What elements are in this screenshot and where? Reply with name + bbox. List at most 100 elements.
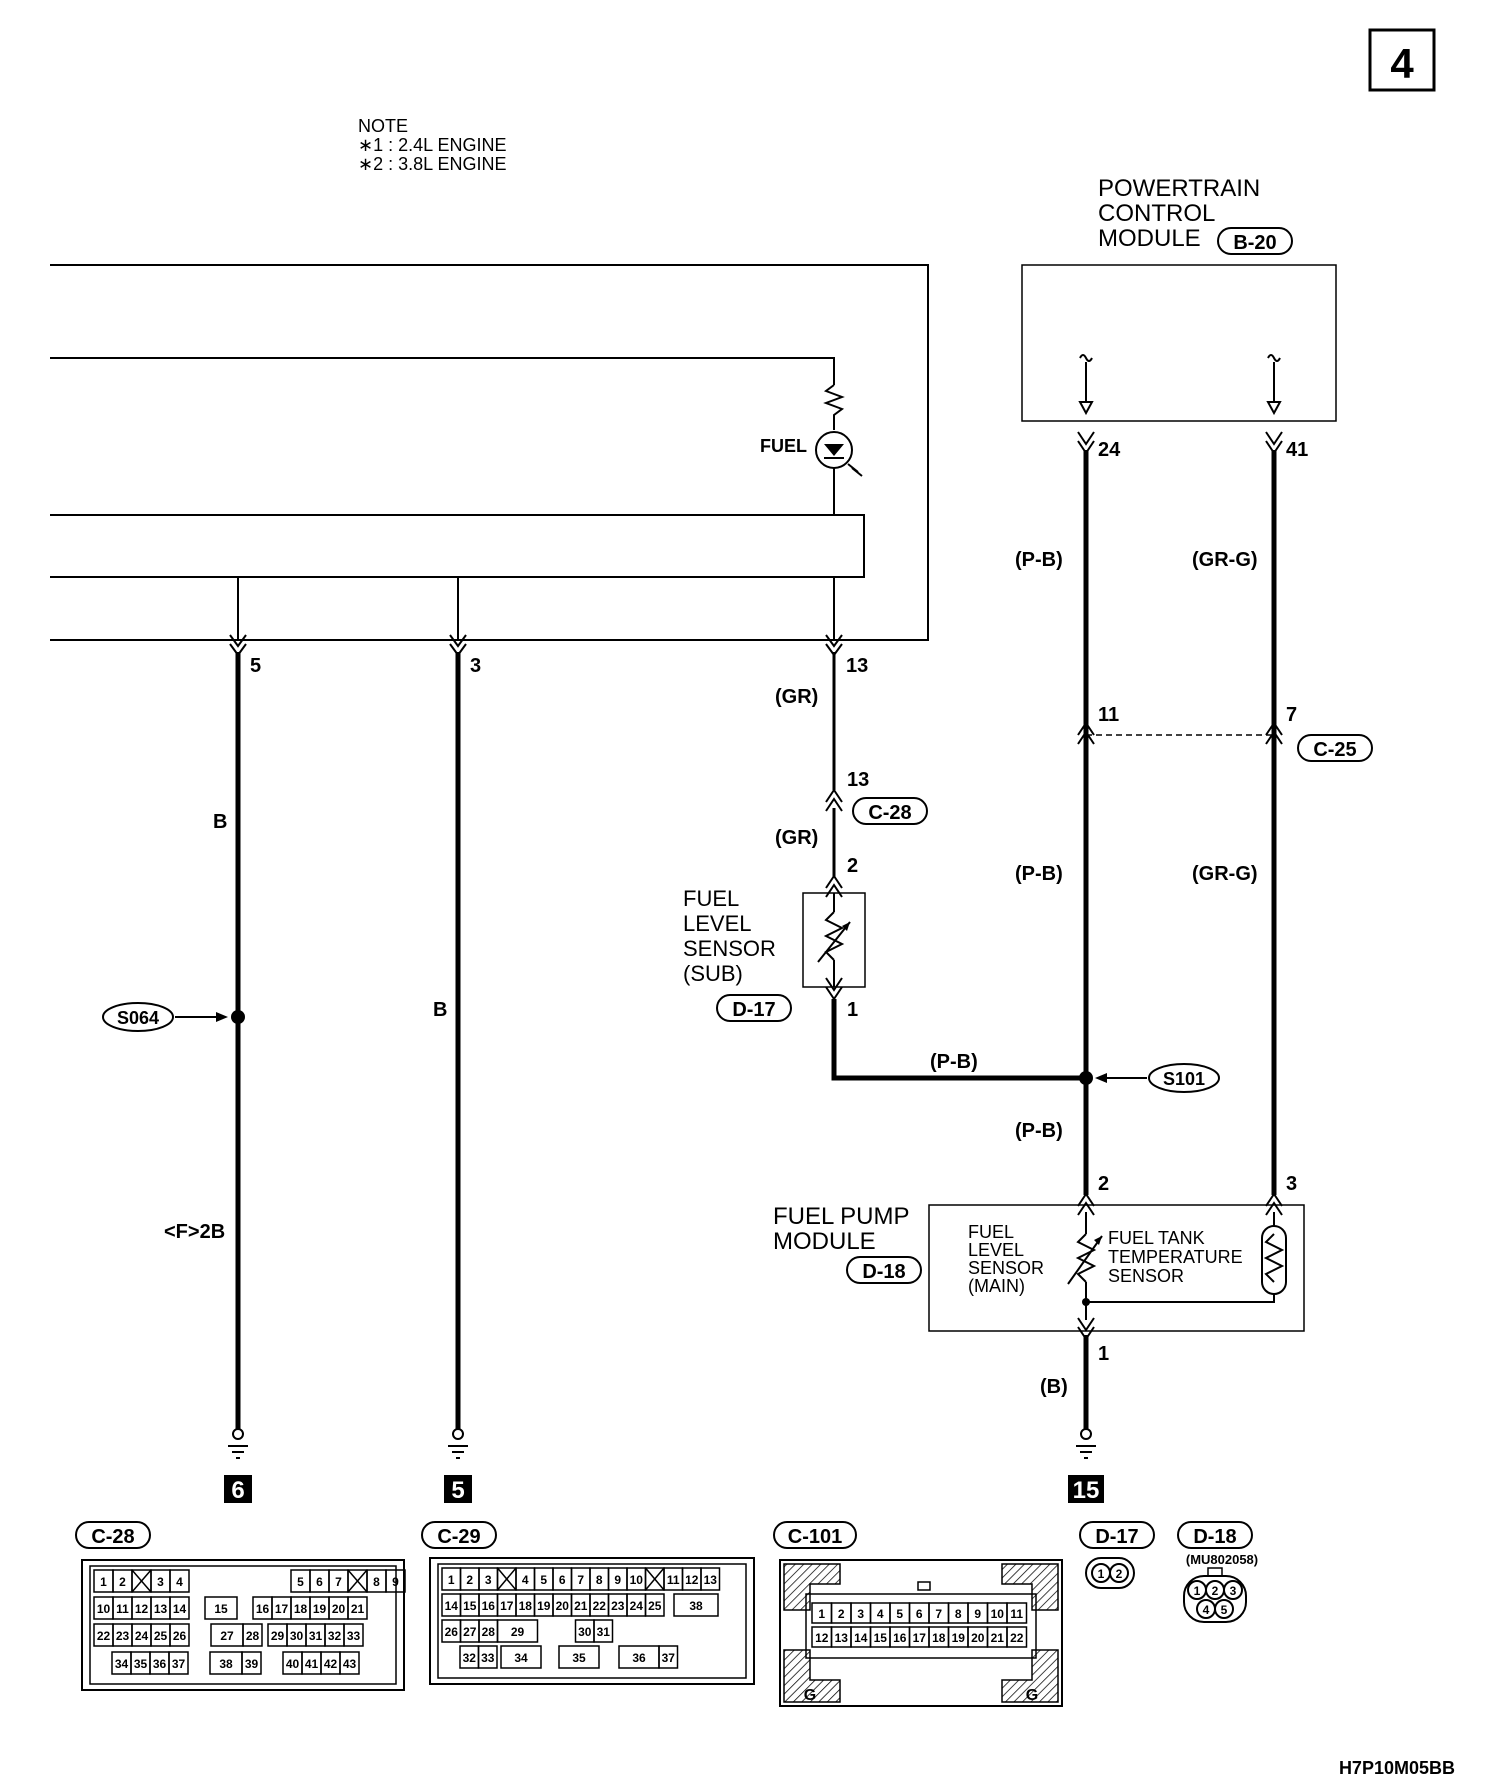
connector-pin-cell: 18	[928, 1626, 950, 1648]
svg-text:21: 21	[351, 1602, 365, 1616]
svg-text:17: 17	[913, 1631, 927, 1645]
svg-text:MODULE: MODULE	[773, 1228, 876, 1255]
wire-grg-main: (GR-G) (GR-G)	[1192, 450, 1277, 1195]
connector-pin-cell: 36	[149, 1651, 170, 1675]
connector-pin-cell: 21	[570, 1593, 591, 1617]
connector-pin-cell: 31	[305, 1623, 326, 1647]
connector-pin-cell: 5	[290, 1569, 311, 1593]
svg-text:25: 25	[154, 1629, 168, 1643]
splice-s101: S101	[1095, 1063, 1220, 1093]
connector-pin-cell: 1	[811, 1602, 833, 1624]
svg-text:1: 1	[1194, 1584, 1201, 1598]
svg-text:D-17: D-17	[1095, 1526, 1138, 1548]
svg-text:8: 8	[373, 1575, 380, 1589]
svg-text:30: 30	[290, 1629, 304, 1643]
note-block: NOTE ∗1 : 2.4L ENGINE ∗2 : 3.8L ENGINE	[358, 116, 506, 174]
svg-text:4: 4	[1203, 1603, 1210, 1617]
svg-text:1: 1	[818, 1607, 825, 1621]
svg-text:POWERTRAIN: POWERTRAIN	[1098, 175, 1260, 202]
connector-pin-cell: 22	[589, 1593, 610, 1617]
connector-pin-cell: 15	[869, 1626, 891, 1648]
svg-text:3: 3	[485, 1573, 492, 1587]
connector-pin-cell: 35	[130, 1651, 151, 1675]
svg-text:11: 11	[1010, 1607, 1023, 1621]
connector-pin-cell: 12	[131, 1596, 152, 1620]
svg-text:2: 2	[838, 1607, 845, 1621]
connector-pin-cell: 6	[309, 1569, 330, 1593]
connector-pin-cell: 25	[644, 1593, 665, 1617]
connector-pin-cell: 4	[869, 1602, 891, 1624]
connector-pin-cell: 20	[552, 1593, 573, 1617]
sensor-sub-pin-1: 1	[847, 999, 858, 1021]
svg-text:4: 4	[176, 1575, 183, 1589]
connector-face-d17: D-17 1 2	[1079, 1521, 1155, 1589]
ground-15: 15	[1068, 1428, 1104, 1504]
svg-text:6: 6	[916, 1607, 923, 1621]
svg-text:1: 1	[1098, 1567, 1105, 1581]
connector-pin-cell: 16	[478, 1593, 499, 1617]
wire-color-f2b: <F>2B	[164, 1221, 225, 1243]
note-line-2: ∗2 : 3.8L ENGINE	[358, 154, 506, 174]
connector-pin-cell: 19	[947, 1626, 969, 1648]
connector-pin-cell: 28	[478, 1619, 499, 1643]
svg-text:15: 15	[214, 1602, 228, 1616]
svg-text:22: 22	[593, 1599, 607, 1613]
svg-text:18: 18	[932, 1631, 946, 1645]
page-number: 4	[1390, 40, 1414, 87]
connector-pin-cell: 13	[150, 1596, 171, 1620]
wire-color-grg1: (GR-G)	[1192, 549, 1258, 571]
connector-pin-cell: 27	[210, 1623, 244, 1647]
connector-pin-cell: 14	[850, 1626, 872, 1648]
svg-text:26: 26	[445, 1625, 459, 1639]
connector-pin-cell: 20	[328, 1596, 349, 1620]
svg-text:35: 35	[572, 1651, 586, 1665]
svg-text:18: 18	[294, 1602, 308, 1616]
svg-text:25: 25	[648, 1599, 662, 1613]
svg-text:16: 16	[482, 1599, 496, 1613]
connector-pin-cell	[496, 1567, 517, 1591]
pcm-pin-24: 24	[1098, 439, 1121, 461]
connector-pin-cell: 18	[515, 1593, 536, 1617]
svg-text:13: 13	[835, 1631, 849, 1645]
ground-6: 6	[224, 1428, 252, 1504]
svg-text:14: 14	[445, 1599, 459, 1613]
svg-text:5: 5	[540, 1573, 547, 1587]
svg-text:4: 4	[877, 1607, 884, 1621]
svg-text:15: 15	[874, 1631, 888, 1645]
svg-text:19: 19	[537, 1599, 551, 1613]
fuel-level-sensor-sub: 2 1 FUEL LEVEL SENSOR (SUB) D-17	[683, 855, 866, 1022]
connector-pin-cell: 7	[570, 1567, 591, 1591]
fuel-warning-lamp: FUEL	[760, 384, 863, 640]
wire-color-grg2: (GR-G)	[1192, 863, 1258, 885]
svg-text:30: 30	[578, 1625, 592, 1639]
wire-color-gr1: (GR)	[775, 686, 818, 708]
wire-ground-6: B <F>2B	[164, 652, 245, 1430]
c25-pin-7: 7	[1286, 704, 1297, 726]
svg-text:36: 36	[153, 1657, 167, 1671]
connector-pin-cell: 32	[459, 1645, 480, 1669]
page-number-box: 4	[1368, 28, 1436, 92]
connector-pin-cell: 24	[626, 1593, 647, 1617]
splice-s064: S064	[102, 1002, 228, 1032]
ground-5-number: 5	[451, 1477, 464, 1504]
connector-pin-cell: 5	[889, 1602, 911, 1624]
wire-color-pb2: (P-B)	[1015, 863, 1063, 885]
svg-text:14: 14	[173, 1602, 187, 1616]
svg-text:2: 2	[466, 1573, 473, 1587]
c25-label: C-25	[1313, 739, 1356, 761]
svg-text:10: 10	[991, 1607, 1005, 1621]
connector-pin-cell: 21	[347, 1596, 368, 1620]
svg-text:22: 22	[97, 1629, 111, 1643]
ground-6-number: 6	[231, 1477, 244, 1504]
svg-text:32: 32	[463, 1651, 477, 1665]
connector-pin-cell: 9	[607, 1567, 628, 1591]
svg-text:3: 3	[470, 655, 481, 677]
svg-text:8: 8	[596, 1573, 603, 1587]
connector-pin-cell: 7	[928, 1602, 950, 1624]
c25-pin-11: 11	[1098, 704, 1119, 726]
